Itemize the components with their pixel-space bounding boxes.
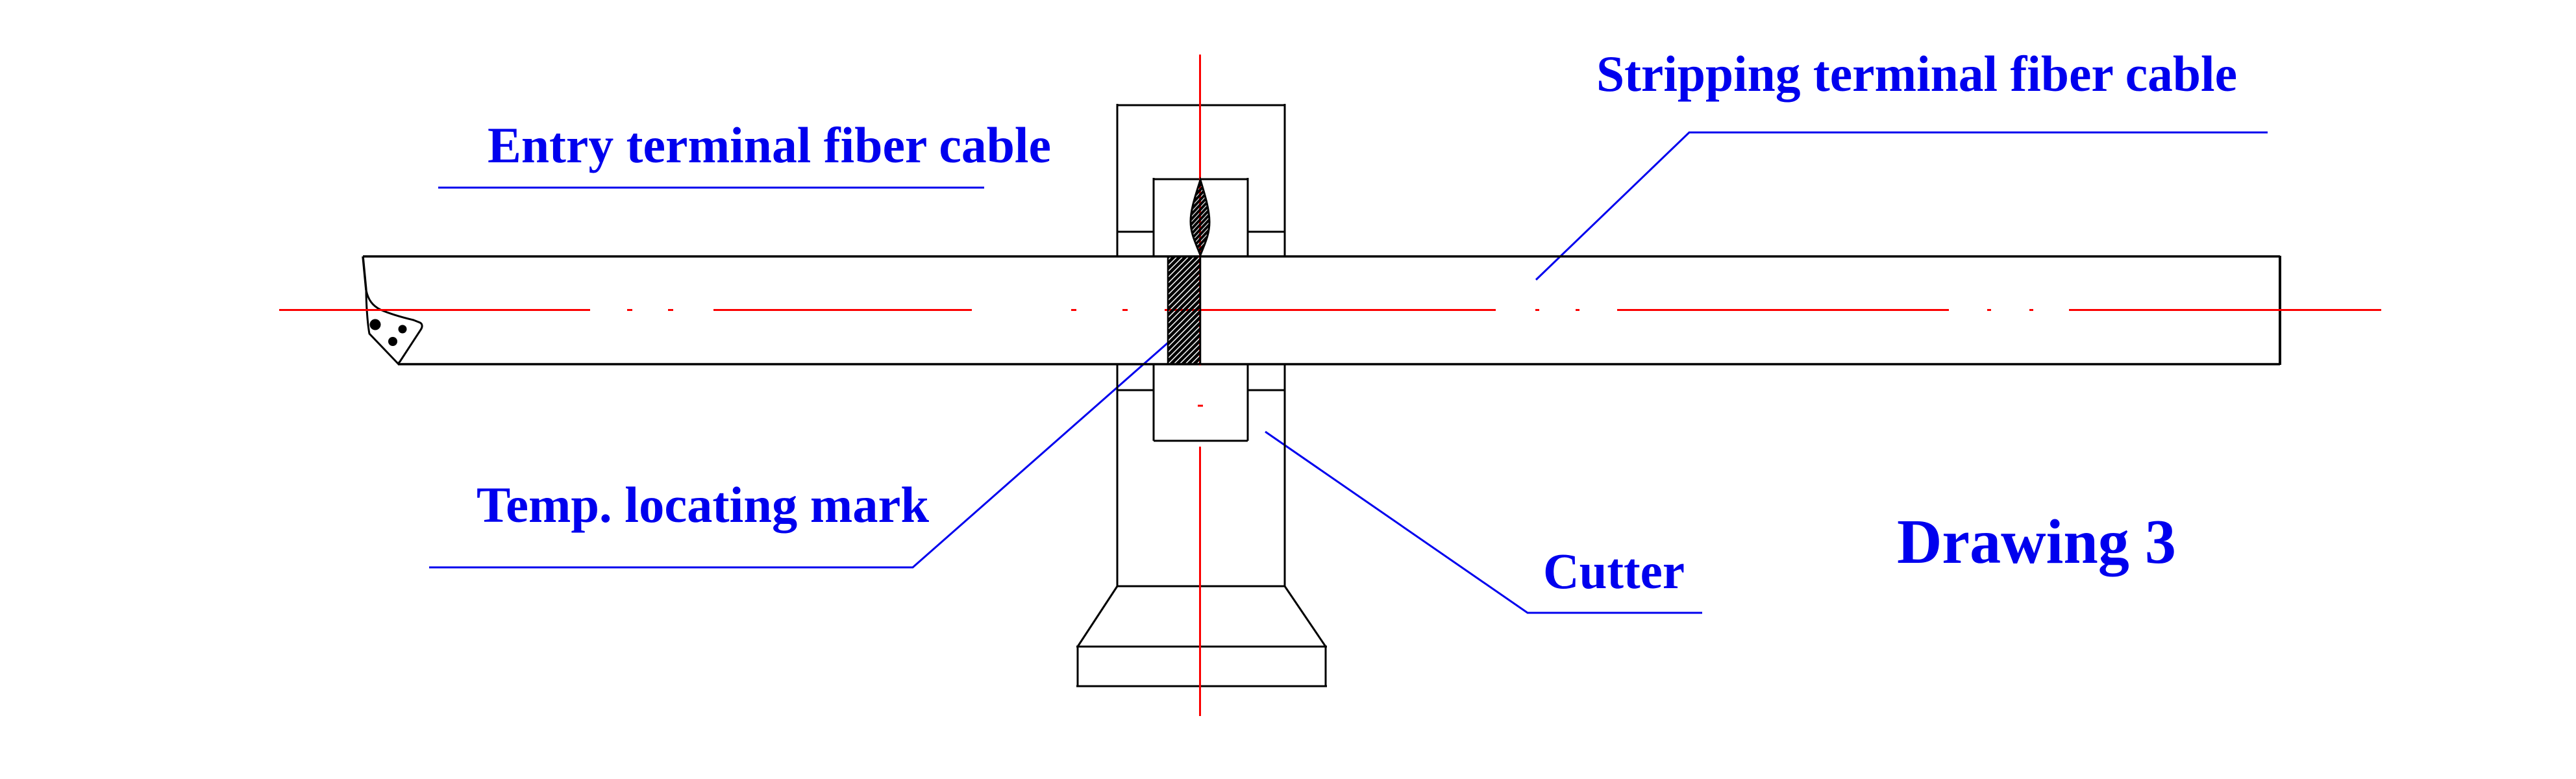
svg-text:Entry terminal fiber cable: Entry terminal fiber cable (488, 117, 1051, 173)
svg-text:Drawing 3: Drawing 3 (1897, 507, 2176, 577)
svg-text:Stripping terminal fiber cable: Stripping terminal fiber cable (1596, 45, 2237, 102)
svg-text:Cutter: Cutter (1543, 543, 1685, 599)
svg-text:Temp. locating mark: Temp. locating mark (477, 476, 930, 533)
